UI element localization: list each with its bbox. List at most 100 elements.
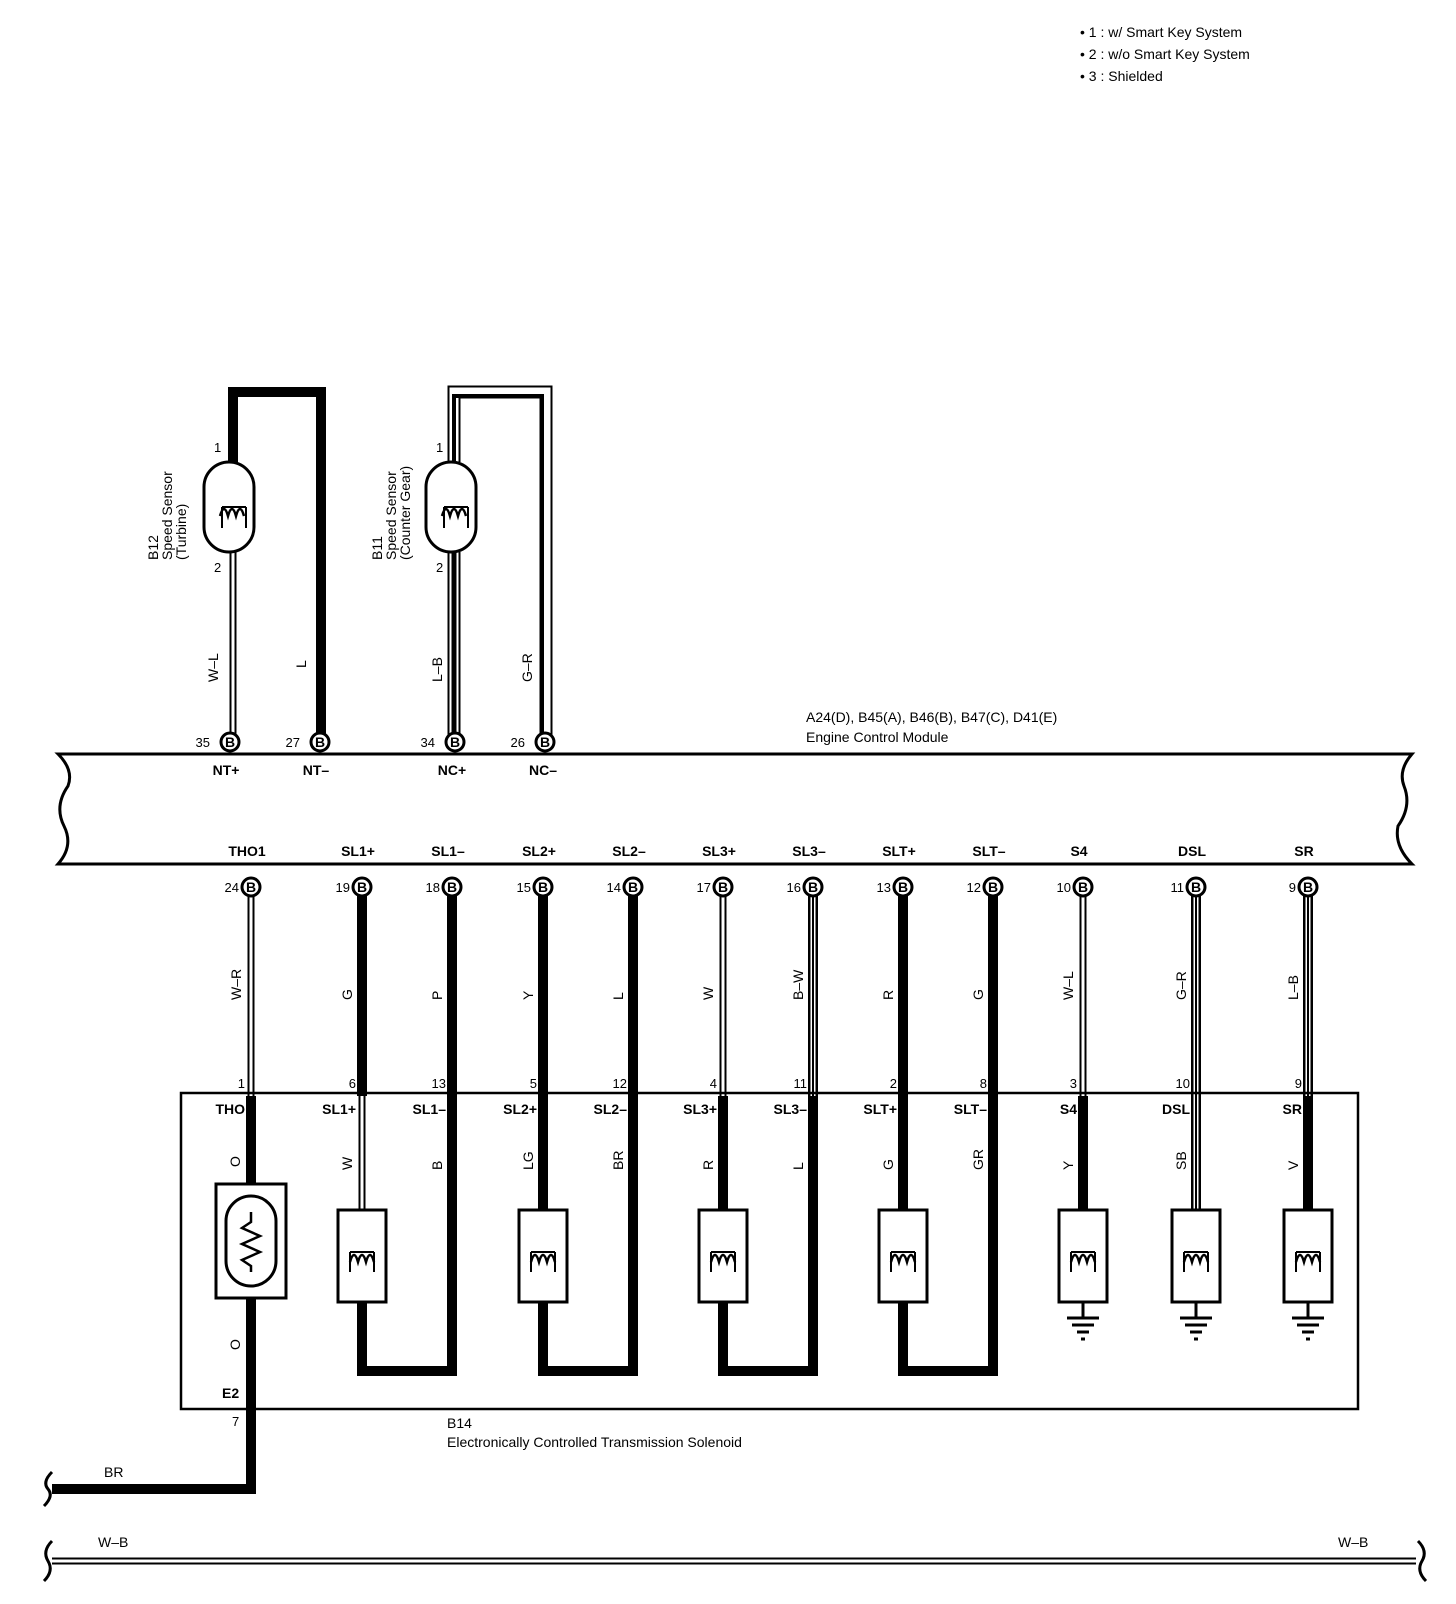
pin-35: 35 [196,735,210,750]
inner-wire-color-label: B [429,1161,445,1170]
b11-pin-1: 1 [436,440,443,455]
ecm-name: Engine Control Module [806,729,949,745]
inner-wire-color-label: SB [1173,1151,1189,1170]
solenoid-return-loop [718,1096,818,1376]
solenoid-pin-number: 4 [710,1076,717,1091]
solenoid-pin-number: 1 [238,1076,245,1091]
svg-text:B: B [447,879,457,895]
connector-pin [240,876,262,898]
term-nc-plus: NC+ [438,762,466,778]
ecm-term-label: DSL [1178,843,1206,859]
inner-wire-color-label: G [880,1159,896,1170]
ecm-term-label: SL1+ [341,843,375,859]
ecm-pin-number: 14 [607,880,621,895]
coil-icon [440,507,468,521]
coil-icon [529,1253,557,1267]
term-nt-minus: NT– [303,762,330,778]
connector-pin [892,876,914,898]
svg-text:B: B [357,879,367,895]
ecm-pin-number: 16 [787,880,801,895]
solenoid-term-label: SL3+ [683,1101,717,1117]
connector-pin [1185,876,1207,898]
coil-icon [1069,1253,1097,1267]
inner-wire-color-label: R [700,1160,716,1170]
ecm-pin-number: 19 [336,880,350,895]
inner-wire-color-label: LG [520,1151,536,1170]
b12-id: B12 [145,535,161,560]
solenoid-return-loop [538,1096,638,1376]
ecm-body [54,752,1416,866]
transmission-solenoid: B14 Electronically Controlled Transmissi… [179,1091,1360,1489]
connector-pin [309,731,331,753]
ecm-term-label: SLT– [972,843,1005,859]
bus-label-left: W–B [98,1534,128,1550]
connector-pin [802,876,824,898]
wire-color-label: L [610,992,626,1000]
ecm-term-label: SL3– [792,843,826,859]
legend-notes: • 1 : w/ Smart Key System • 2 : w/o Smar… [1080,24,1250,84]
svg-text:B: B [246,879,256,895]
solenoid-return-loop [898,1096,998,1376]
solenoid-pin-number: 13 [432,1076,446,1091]
bus-label-right: W–B [1338,1534,1368,1550]
ground-wire-br: BR [42,1464,256,1508]
ecm-pin-number: 11 [1171,880,1185,895]
b11-pin-2: 2 [436,560,443,575]
svg-text:B: B [315,734,325,750]
coil-icon [709,1253,737,1267]
inner-wire-color-label: V [1285,1160,1301,1170]
b12-pin-2: 2 [214,560,221,575]
term-nc-minus: NC– [529,762,557,778]
wire-label-br: BR [104,1464,123,1480]
svg-text:B: B [540,734,550,750]
term-nt-plus: NT+ [213,762,240,778]
connector-pin [712,876,734,898]
solenoid-id: B14 [447,1415,472,1431]
ground-icon [1067,1316,1099,1341]
ecm-pin-number: 24 [225,880,239,895]
coil-icon [348,1253,376,1267]
wire-color-label: L–B [1285,975,1301,1000]
svg-text:B: B [450,734,460,750]
wire-break-icon [1416,1539,1428,1583]
wire-color-label: B–W [790,969,806,1000]
connector-pin [351,876,373,898]
solenoid-term-label: SL1+ [322,1101,356,1117]
wire-break-icon [42,1470,54,1508]
sensor-b12-wiring: 1 2 B12 Speed Sensor (Turbine) W–L L [145,387,326,738]
solenoid-term-label: SLT+ [863,1101,897,1117]
ground-icon [1180,1316,1212,1341]
solenoid-pin-number: 9 [1295,1076,1302,1091]
wire-color-label: W–L [1060,971,1076,1000]
bottom-bus-w-b: W–B W–B [42,1534,1428,1583]
b12-name: Speed Sensor [159,471,175,560]
wire-label-w-l: W–L [205,653,221,682]
connector-pin [1297,876,1319,898]
ecm-pin-number: 9 [1289,880,1296,895]
ecm-term-label: SL2– [612,843,646,859]
svg-text:B: B [718,879,728,895]
solenoid-term-label: THO [215,1101,245,1117]
ground-icon [1292,1316,1324,1341]
b11-sub: (Counter Gear) [397,466,413,560]
wire-label-g-r: G–R [519,653,535,682]
ecm-pin-number: 13 [877,880,891,895]
svg-text:B: B [988,879,998,895]
wire-label-l-b: L–B [429,657,445,682]
sensor-b11-wiring: 1 2 B11 Speed Sensor (Counter Gear) L–B … [369,385,553,738]
solenoid-term-label: DSL [1162,1101,1190,1117]
ecm-term-label: SLT+ [882,843,916,859]
ecm-pin-number: 12 [967,880,981,895]
solenoid-term-label: SL1– [413,1101,447,1117]
connector-pin [441,876,463,898]
coil-icon [889,1253,917,1267]
svg-text:B: B [225,734,235,750]
inner-wire-color-label: L [790,1162,806,1170]
inner-wire-color-label: BR [610,1151,626,1170]
ecm-bottom-pins: THO1B24W–R1THOSL1+B19G6SL1+SL1–B18P13SL1… [215,843,1319,1117]
engine-control-module: A24(D), B45(A), B46(B), B47(C), D41(E) E… [54,709,1416,1117]
solenoid-coil-body [336,1208,388,1304]
wire-color-label: G [970,989,986,1000]
solenoid-name: Electronically Controlled Transmission S… [447,1434,742,1450]
ecm-pin-number: 17 [697,880,711,895]
